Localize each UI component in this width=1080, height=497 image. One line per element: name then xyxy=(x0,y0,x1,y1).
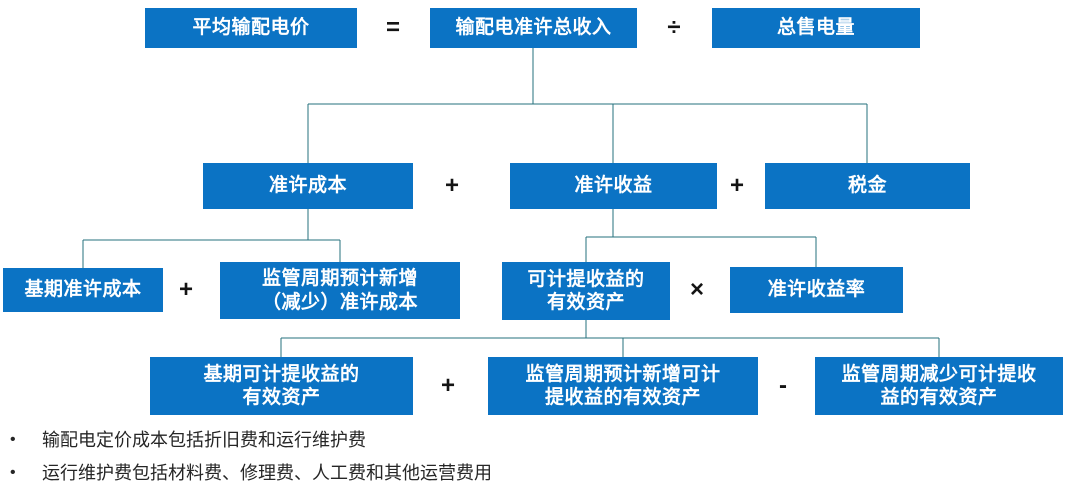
node-reduced-assets: 监管周期减少可计提收 益的有效资产 xyxy=(815,357,1063,415)
node-base-cost: 基期准许成本 xyxy=(3,268,163,312)
node-new-assets: 监管周期预计新增可计 提收益的有效资产 xyxy=(488,357,758,415)
node-effective-assets: 可计提收益的 有效资产 xyxy=(502,262,670,320)
node-label: 监管周期预计新增 （减少）准许成本 xyxy=(261,268,418,313)
node-return-rate: 准许收益率 xyxy=(730,267,903,313)
node-label: 平均输配电价 xyxy=(192,17,310,39)
footnote-item: • 输配电定价成本包括折旧费和运行维护费 xyxy=(10,429,492,451)
operator-equals: = xyxy=(385,14,401,41)
node-label: 监管周期预计新增可计 提收益的有效资产 xyxy=(525,363,721,408)
node-label: 基期可计提收益的 有效资产 xyxy=(203,363,360,408)
node-label: 输配电准许总收入 xyxy=(455,17,612,39)
node-label: 基期准许成本 xyxy=(24,279,142,301)
node-tax: 税金 xyxy=(765,163,970,209)
node-base-assets: 基期可计提收益的 有效资产 xyxy=(150,357,413,415)
node-label: 税金 xyxy=(847,175,887,197)
node-label: 准许成本 xyxy=(268,175,347,197)
operator-plus-cost: + xyxy=(444,172,460,199)
operator-plus-assets: + xyxy=(440,372,456,399)
node-label: 准许收益率 xyxy=(767,279,866,301)
operator-plus-basecost: + xyxy=(178,276,194,303)
operator-multiply: × xyxy=(689,276,705,303)
footnote-list: • 输配电定价成本包括折旧费和运行维护费 • 运行维护费包括材料费、修理费、人工费和其… xyxy=(10,429,492,495)
operator-divide: ÷ xyxy=(667,14,681,41)
footnote-text: 输配电定价成本包括折旧费和运行维护费 xyxy=(42,430,366,450)
bullet-icon: • xyxy=(10,464,16,481)
node-avg-price: 平均输配电价 xyxy=(145,8,357,48)
node-permitted-return: 准许收益 xyxy=(510,163,717,209)
node-label: 总售电量 xyxy=(776,17,855,39)
bullet-icon: • xyxy=(10,431,16,448)
footnote-item: • 运行维护费包括材料费、修理费、人工费和其他运营费用 xyxy=(10,462,492,484)
node-label: 监管周期减少可计提收 益的有效资产 xyxy=(841,363,1037,408)
operator-plus-tax: + xyxy=(729,172,745,199)
operator-minus-assets: - xyxy=(779,372,787,399)
node-total-sales: 总售电量 xyxy=(712,8,920,48)
node-new-cost: 监管周期预计新增 （减少）准许成本 xyxy=(220,262,460,319)
node-total-revenue: 输配电准许总收入 xyxy=(430,8,637,48)
node-permitted-cost: 准许成本 xyxy=(203,163,413,209)
node-label: 可计提收益的 有效资产 xyxy=(527,268,645,313)
footnote-text: 运行维护费包括材料费、修理费、人工费和其他运营费用 xyxy=(42,463,492,483)
node-label: 准许收益 xyxy=(574,175,653,197)
